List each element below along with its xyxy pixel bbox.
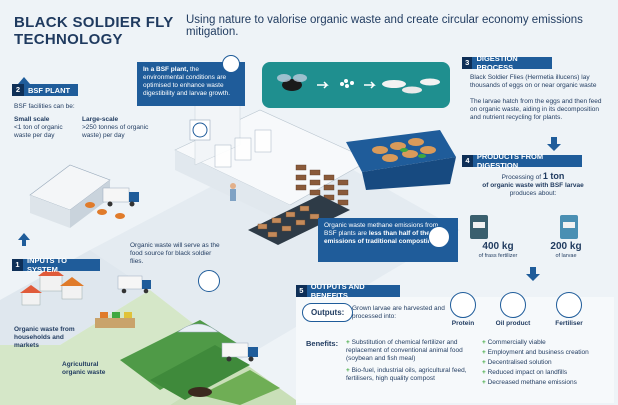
- food-source-note: Organic waste will serve as the food sou…: [130, 242, 220, 265]
- plant-intro: BSF facilities can be:: [14, 103, 75, 110]
- oil-product-label: Oil product: [495, 320, 531, 327]
- benefit-item: Employment and business creation: [482, 349, 612, 357]
- thermometer-gauge-icon: [222, 55, 240, 73]
- emissions-icon: [428, 226, 450, 248]
- digestion-text-1: Black Soldier Flies (Hermetia illucens) …: [470, 74, 597, 89]
- benefits-left-list: Substitution of chemical fertilizer and …: [346, 339, 474, 383]
- larvae-output: 200 kg of larvae: [550, 241, 582, 259]
- benefits-right-list: Commercially viable Employment and busin…: [482, 339, 612, 387]
- fertiliser-label: Fertiliser: [555, 320, 583, 327]
- outputs-description: Grown larvae are harvested and processed…: [352, 305, 445, 320]
- households-label: Organic waste from households and market…: [14, 326, 75, 349]
- fertiliser-icon: [556, 292, 582, 318]
- protein-icon: [450, 292, 476, 318]
- products-bags-illustration: [470, 215, 578, 239]
- digestion-text-2: The larvae hatch from the eggs and then …: [470, 98, 602, 121]
- protein-label: Protein: [451, 320, 475, 327]
- benefit-item: Commercially viable: [482, 339, 612, 347]
- oil-product-icon: [500, 292, 526, 318]
- small-scale-block: Small scale <1 ton of organic waste per …: [14, 116, 63, 139]
- fly-lifecycle-illustration: [262, 62, 450, 108]
- down-arrow-icon: [526, 267, 540, 281]
- methane-callout: Organic waste methane emissions from BSF…: [318, 218, 458, 262]
- outputs-label: Outputs:: [302, 303, 354, 322]
- products-intro: Processing of 1 ton of organic waste wit…: [482, 171, 584, 198]
- benefit-item: Decentralised solution: [482, 359, 612, 367]
- organic-waste-icon: [198, 270, 220, 292]
- benefits-label: Benefits:: [306, 339, 339, 348]
- benefit-item: Decreased methane emissions: [482, 379, 612, 387]
- larvae-bin-illustration: [346, 130, 456, 190]
- agricultural-label: Agricultural organic waste: [62, 361, 106, 376]
- benefit-item: Reduced impact on landfills: [482, 369, 612, 377]
- frass-output: 400 kg of frass fertilizer: [478, 241, 518, 259]
- benefit-item: Bio-fuel, industrial oils, agricultural …: [346, 367, 474, 383]
- page-subtitle: Using nature to valorise organic waste a…: [186, 14, 583, 38]
- large-scale-block: Large-scale >250 tonnes of organic waste…: [82, 116, 149, 139]
- benefit-item: Substitution of chemical fertilizer and …: [346, 339, 474, 363]
- down-arrow-icon: [547, 137, 561, 151]
- page-title: BLACK SOLDIER FLY TECHNOLOGY: [14, 14, 174, 48]
